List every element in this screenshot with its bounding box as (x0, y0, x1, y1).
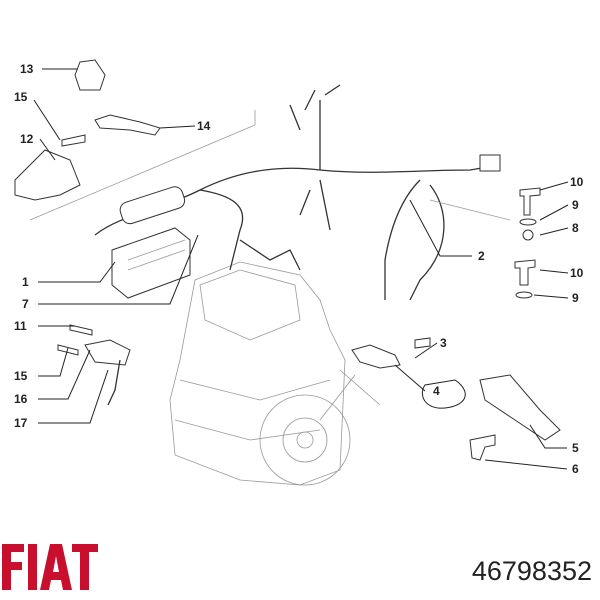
callout-6: 6 (572, 462, 579, 476)
callout-9: 9 (572, 198, 579, 212)
part-number: 46798352 (471, 556, 592, 586)
fiat-logo (2, 544, 98, 590)
callout-10b: 10 (570, 266, 584, 280)
parts-diagram: 13 15 14 12 1 7 11 15 16 17 10 9 8 2 10 … (14, 59, 584, 486)
callout-17: 17 (14, 416, 28, 430)
callout-1: 1 (22, 275, 29, 289)
small-parts (14, 59, 561, 461)
callout-15: 15 (14, 90, 28, 104)
callout-2: 2 (478, 249, 485, 263)
callout-10: 10 (570, 175, 584, 189)
wiring-harness (94, 84, 501, 301)
callout-9b: 9 (572, 291, 579, 305)
callout-13: 13 (20, 62, 34, 76)
callout-5: 5 (572, 441, 579, 455)
callout-8: 8 (572, 221, 579, 235)
ecu-module (111, 227, 191, 299)
callout-14: 14 (197, 119, 211, 133)
callout-11: 11 (14, 319, 27, 333)
callouts: 13 15 14 12 1 7 11 15 16 17 10 9 8 2 10 … (14, 62, 584, 476)
leader-lines (29, 68, 569, 470)
engine-block (169, 261, 351, 486)
callout-7: 7 (22, 297, 29, 311)
callout-16: 16 (14, 392, 28, 406)
callout-15b: 15 (14, 369, 28, 383)
callout-4: 4 (433, 384, 440, 398)
callout-12: 12 (20, 132, 34, 146)
callout-3: 3 (440, 336, 447, 350)
